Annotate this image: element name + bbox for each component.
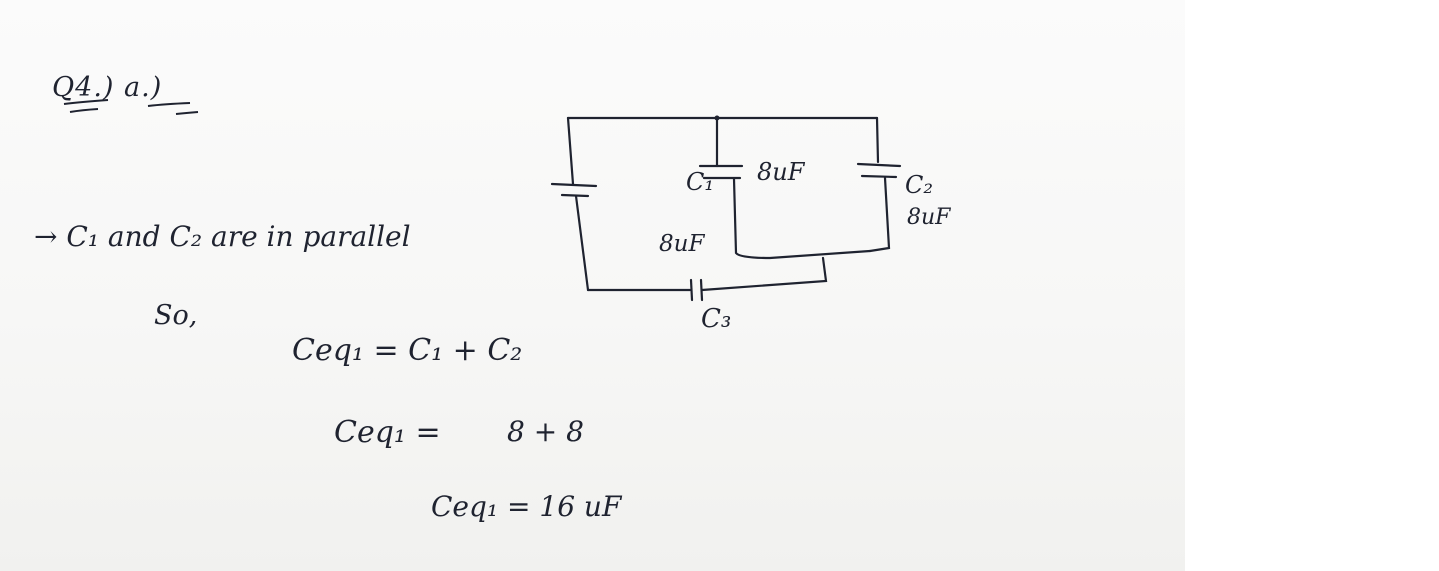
c2-plate-bottom [860, 174, 898, 179]
c2-value: 8uF [907, 205, 951, 230]
c3-plate-left [689, 278, 694, 302]
source-plate-long [550, 182, 598, 188]
wire-bottom-right [700, 256, 828, 292]
wire-c1-bottom [732, 177, 872, 260]
c2-plate-top [856, 162, 902, 168]
equation-line-2-right: 8 + 8 [507, 415, 584, 448]
wire-c2-top [875, 116, 880, 164]
wire-left-lower [574, 194, 590, 292]
handwritten-page: Q4.) a.) C₁ 8uF C [0, 0, 1185, 571]
wire-c2-bottom [868, 176, 891, 253]
c2-label: C₂ [905, 171, 933, 199]
question-label: Q4.) a.) [52, 72, 163, 103]
wire-left-upper [566, 116, 575, 186]
source-plate-short [560, 193, 590, 198]
parallel-statement: → C₁ and C₂ are in parallel [34, 220, 411, 253]
c3-value: 8uF [659, 231, 705, 257]
capacitor-circuit-diagram [550, 115, 902, 302]
c1-label: C₁ [686, 168, 714, 196]
so-label: So, [154, 300, 198, 331]
equation-line-1: Ceq₁ = C₁ + C₂ [292, 333, 523, 368]
equation-line-3: Ceq₁ = 16 uF [431, 490, 622, 523]
c3-label: C₃ [701, 304, 732, 334]
c1-value: 8uF [757, 158, 805, 186]
equation-line-2-left: Ceq₁ = [334, 415, 441, 450]
